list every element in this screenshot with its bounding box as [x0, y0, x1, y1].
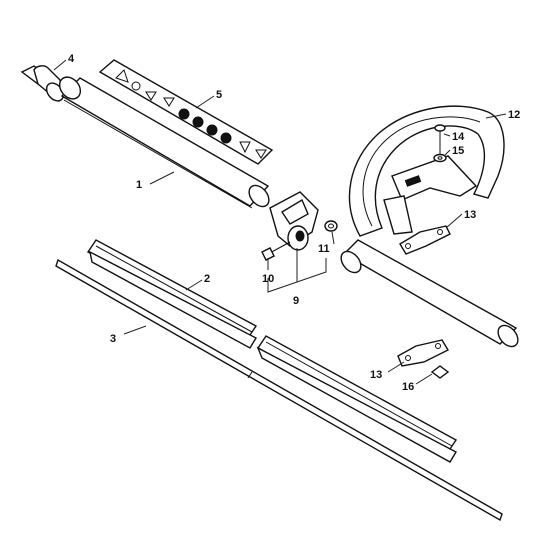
callout-14: 14 — [452, 131, 465, 143]
part-13-clamp-upper — [399, 225, 451, 255]
callout-13-upper: 13 — [464, 209, 476, 221]
part-1-tube — [58, 76, 270, 209]
part-9-clamp — [269, 191, 319, 251]
part-2-rail — [86, 239, 458, 463]
part-3-drive-shaft — [55, 258, 503, 522]
callout-11: 11 — [318, 243, 330, 255]
callout-10: 10 — [262, 273, 274, 285]
callout-2: 2 — [204, 273, 210, 285]
part-12-loop-handle — [348, 105, 505, 237]
part-11-nut — [324, 220, 338, 232]
part-13-clamp-lower — [397, 339, 449, 367]
callout-12: 12 — [508, 109, 520, 121]
part-14-bolt — [434, 124, 446, 156]
callout-1: 1 — [136, 179, 142, 191]
bracket-9 — [267, 248, 327, 293]
callout-16: 16 — [402, 381, 414, 393]
part-15-washer — [433, 153, 447, 163]
callout-15: 15 — [452, 145, 464, 157]
part-5-label — [98, 59, 274, 165]
part-10-screw — [261, 241, 291, 261]
leader-lines — [53, 59, 507, 385]
part-4-end-cap — [20, 65, 65, 102]
callout-9: 9 — [293, 295, 299, 307]
callout-4: 4 — [68, 53, 75, 65]
callout-13-lower: 13 — [370, 369, 382, 381]
callout-3: 3 — [110, 333, 116, 345]
part-16-nut — [430, 365, 450, 379]
lower-tube — [340, 239, 519, 348]
callout-5: 5 — [216, 89, 222, 101]
